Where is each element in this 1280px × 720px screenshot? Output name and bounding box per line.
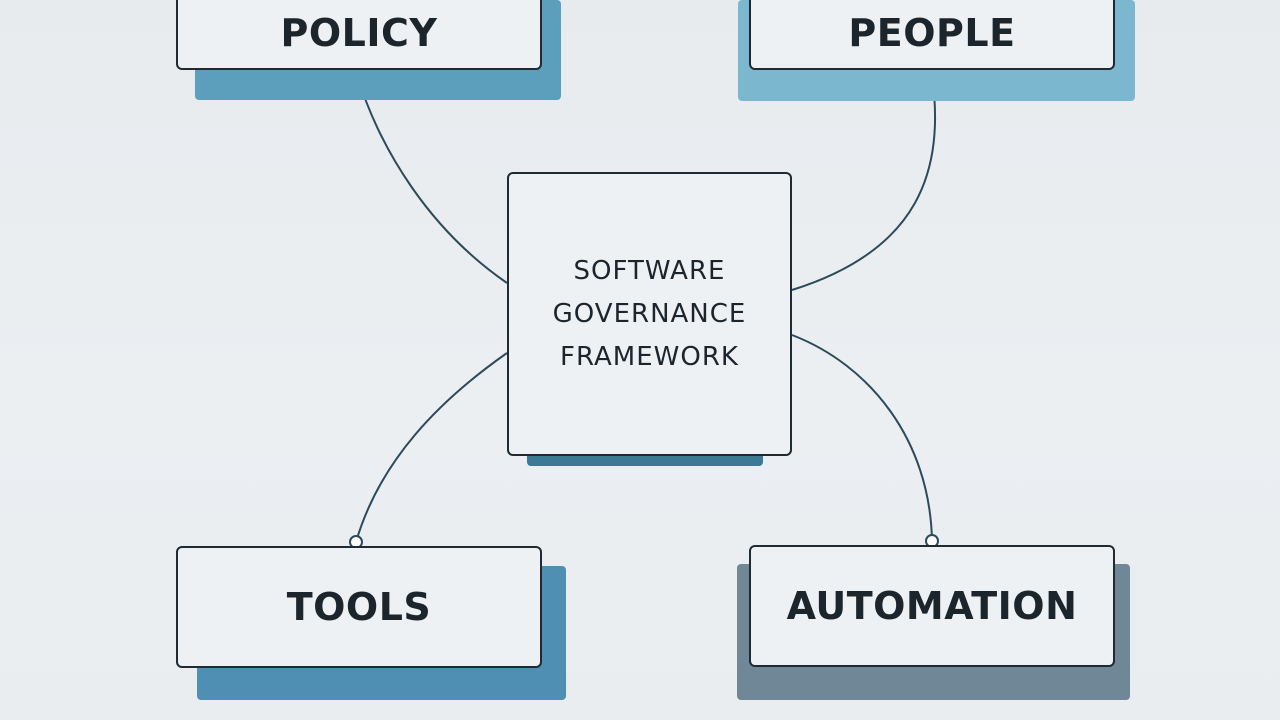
policy-label: POLICY: [280, 11, 438, 55]
center-label-line-2: GOVERNANCE: [552, 298, 747, 329]
automation-box: AUTOMATION: [749, 545, 1115, 667]
center-label-line-3: FRAMEWORK: [560, 341, 739, 372]
connector-policy: [356, 74, 508, 284]
center-label-line-1: SOFTWARE: [573, 255, 726, 286]
people-label: PEOPLE: [848, 11, 1016, 55]
connector-people: [791, 74, 937, 291]
tools-box: TOOLS: [176, 546, 542, 668]
tools-label: TOOLS: [286, 585, 432, 629]
policy-box: POLICY: [176, 0, 542, 70]
connector-tools: [355, 352, 508, 543]
connector-automation: [791, 334, 933, 542]
center-box: SOFTWARE GOVERNANCE FRAMEWORK: [507, 172, 792, 456]
people-box: PEOPLE: [749, 0, 1115, 70]
automation-label: AUTOMATION: [786, 584, 1078, 628]
